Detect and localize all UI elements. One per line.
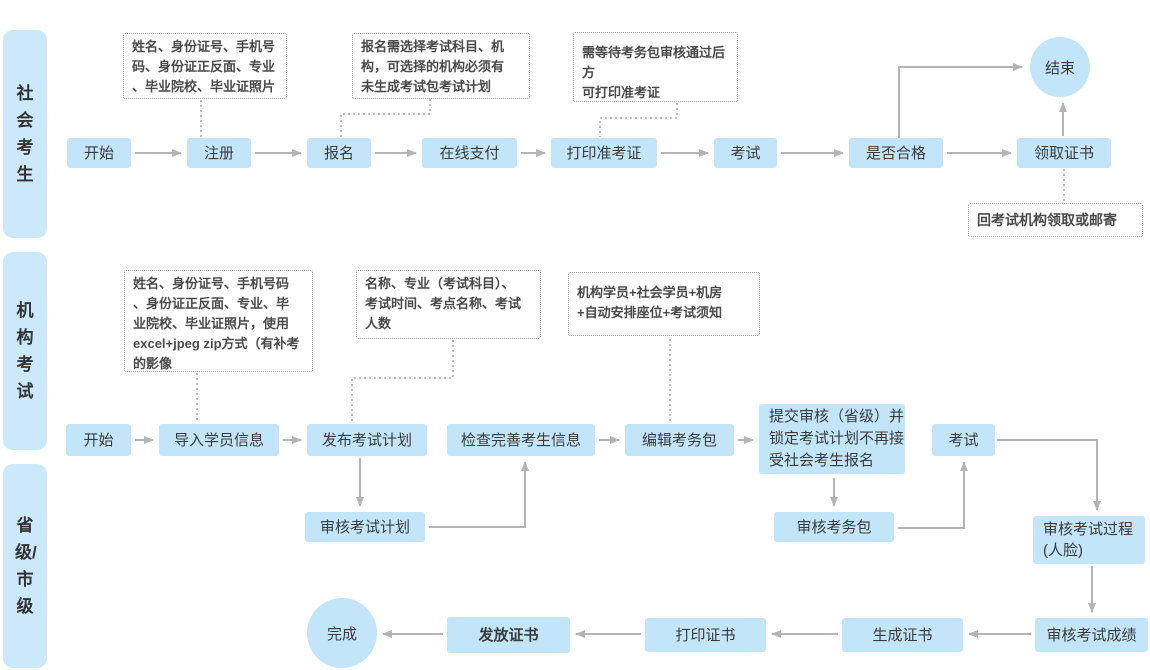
node-inst-submit-review: 提交审核（省级）并 锁定考试计划不再接 受社会考生报名 — [759, 404, 905, 474]
node-prov-review-process: 审核考试过程 (人脸) — [1033, 516, 1145, 564]
lane-institution-exam-label: 机构考试 — [16, 301, 34, 401]
node-prov-review-scores: 审核考试成绩 — [1035, 618, 1148, 652]
lane-social-candidates: 社会考生 — [3, 30, 47, 238]
node-social-print-ticket: 打印准考证 — [551, 138, 657, 168]
note-receive-cert-method: 回考试机构领取或邮寄 — [968, 203, 1143, 237]
arrow-qualified-end — [898, 63, 1023, 138]
arrow-reviewplan-check — [429, 461, 529, 528]
node-prov-issue-cert: 发放证书 — [447, 617, 570, 653]
arrow-exam2-reviewprocess — [997, 439, 1101, 511]
lane-institution-exam: 机构考试 — [3, 252, 47, 450]
node-social-start: 开始 — [67, 138, 131, 168]
note-register-fields: 姓名、身份证号、手机号 码、身份证正反面、专业 、毕业院校、毕业证照片 — [123, 33, 287, 99]
solid-arrows — [135, 63, 1101, 638]
node-social-end-circle: 结束 — [1030, 37, 1090, 97]
dash-note-publish — [351, 340, 454, 422]
node-inst-check-info: 检查完善考生信息 — [447, 424, 595, 456]
node-prov-review-pack: 审核考务包 — [774, 512, 894, 542]
node-prov-print-cert: 打印证书 — [645, 618, 766, 652]
note-publish-plan-fields: 名称、专业（考试科目）、 考试时间、考点名称、考试 人数 — [356, 270, 541, 339]
node-inst-exam: 考试 — [932, 424, 995, 456]
node-social-qualified: 是否合格 — [849, 138, 943, 168]
lane-social-candidates-label: 社会考生 — [16, 84, 34, 184]
arrow-reviewpack-exam2 — [898, 461, 968, 529]
node-inst-edit-pack: 编辑考务包 — [625, 424, 734, 456]
note-edit-pack-contents: 机构学员+社会学员+机房 +自动安排座位+考试须知 — [568, 272, 760, 336]
dash-note-enroll — [340, 99, 431, 137]
node-social-exam: 考试 — [714, 138, 777, 168]
note-import-fields: 姓名、身份证号、手机号码 、身份证正反面、专业、毕 业院校、毕业证照片，使用 e… — [124, 270, 313, 372]
node-social-enroll: 报名 — [307, 138, 371, 168]
note-print-ticket-condition: 需等待考务包审核通过后方 可打印准考证 — [573, 32, 738, 102]
node-inst-start: 开始 — [66, 424, 131, 456]
node-social-receive-cert: 领取证书 — [1017, 138, 1111, 168]
node-prov-generate-cert: 生成证书 — [842, 618, 963, 652]
note-enroll-requirements: 报名需选择考试科目、机 构，可选择的机构必须有 未生成考试包考试计划 — [352, 33, 530, 99]
lane-provincial-municipal-label: 省级/市级 — [15, 516, 37, 616]
node-inst-import-students: 导入学员信息 — [159, 424, 279, 456]
node-inst-publish-plan: 发布考试计划 — [307, 424, 427, 456]
node-prov-review-plan: 审核考试计划 — [305, 512, 425, 542]
lane-provincial-municipal: 省级/市级 — [3, 464, 47, 668]
dash-note-print — [599, 103, 678, 137]
dashed-connectors — [196, 99, 1065, 422]
node-social-pay-online: 在线支付 — [422, 138, 517, 168]
node-prov-finish-circle: 完成 — [307, 598, 377, 668]
node-social-register: 注册 — [187, 138, 251, 168]
